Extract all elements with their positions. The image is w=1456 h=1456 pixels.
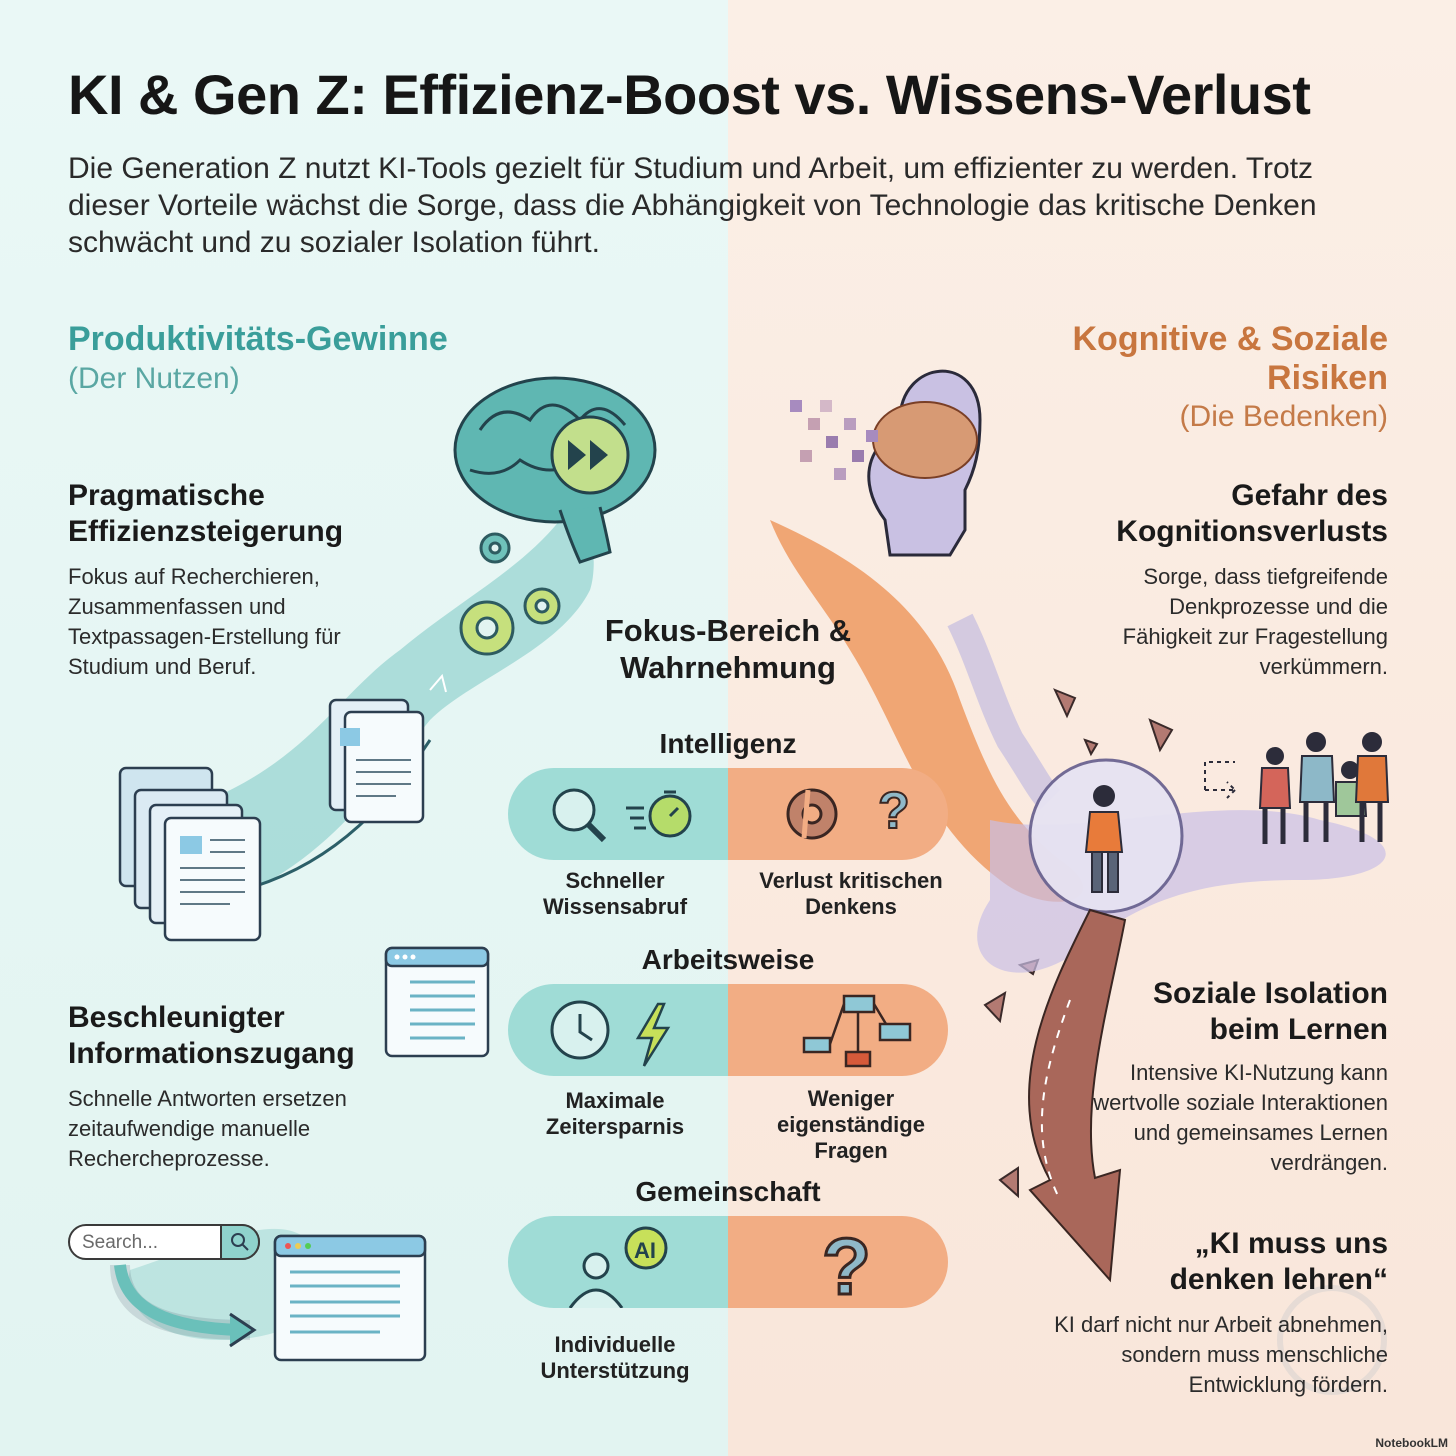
bubble-person-icon (1028, 758, 1184, 914)
gear-icon (459, 532, 561, 656)
left-block1-text: Fokus auf Recherchieren, Zusammenfassen … (68, 564, 341, 679)
head-pixel-icon (790, 369, 982, 557)
category-gemeinschaft: Gemeinschaft (635, 1176, 821, 1207)
page-intro: Die Generation Z nutzt KI-Tools gezielt … (68, 152, 1317, 259)
stopwatch-icon (626, 790, 692, 838)
clock-icon (550, 1000, 610, 1060)
page-title: KI & Gen Z: Effizienz-Boost vs. Wissens-… (68, 63, 1311, 126)
right-section-title: Kognitive & Soziale Risiken (1072, 320, 1389, 397)
left-block2-heading: Beschleunigter Informationszugang (68, 1001, 355, 1070)
lightning-icon (635, 1002, 671, 1067)
person-ai-icon (568, 1226, 668, 1308)
left-section-title: Produktivitäts-Gewinne (68, 320, 448, 358)
label-verlust-kritischen-denkens: Verlust kritischen Denkens (759, 868, 943, 919)
right-block1-text: Sorge, dass tiefgreifende Denkprozesse u… (1122, 564, 1388, 679)
broken-gear-icon (786, 788, 838, 840)
label-maximale-zeitersparnis: Maximale Zeitersparnis (545, 1088, 685, 1139)
label-individuelle-unterstuetzung: Individuelle Unterstützung (540, 1332, 690, 1383)
brand-label: NotebookLM (1375, 1436, 1448, 1450)
browser-window-results-icon (273, 1234, 427, 1362)
brain-fast-forward-icon (453, 376, 657, 564)
search-icon (231, 1233, 249, 1251)
down-arrow-icon (1028, 908, 1127, 1283)
ai-badge: AI (634, 1238, 656, 1263)
label-schneller-wissensabruf: Schneller Wissensabruf (542, 868, 688, 919)
left-block2-text: Schnelle Antworten ersetzen zeitaufwendi… (68, 1086, 347, 1171)
question-mark-icon: ? (822, 1222, 871, 1308)
right-block3-heading: „KI muss uns denken lehren“ (1169, 1227, 1388, 1296)
search-placeholder: Search... (82, 1232, 159, 1253)
right-block1-heading: Gefahr des Kognitionsverlusts (1116, 479, 1388, 548)
left-block1-heading: Pragmatische Effizienzsteigerung (68, 479, 344, 548)
flowchart-icon (802, 994, 912, 1068)
right-block2-heading: Soziale Isolation beim Lernen (1152, 977, 1388, 1046)
arrow-icon (110, 1264, 257, 1348)
right-block3-text: KI darf nicht nur Arbeit abnehmen, sonde… (1054, 1312, 1388, 1397)
people-group-icon (1204, 732, 1390, 844)
category-arbeitsweise: Arbeitsweise (641, 944, 815, 975)
watermark-icon (1277, 1285, 1387, 1395)
right-section-subtitle: (Die Bedenken) (1179, 400, 1388, 433)
question-icon: ? (878, 782, 910, 840)
search-button[interactable] (220, 1224, 260, 1260)
label-weniger-eigenstaendige-fragen: Weniger eigenständige Fragen (777, 1086, 925, 1163)
pill-intelligenz: ? (508, 768, 948, 860)
center-title: Fokus-Bereich & Wahrnehmung (604, 613, 852, 685)
document-stack-icon (118, 698, 425, 942)
category-intelligenz: Intelligenz (659, 728, 797, 759)
browser-window-icon (384, 946, 490, 1058)
pill-arbeitsweise (508, 984, 948, 1076)
search-input[interactable]: Search... (68, 1224, 260, 1260)
orange-flow-icon (770, 520, 1084, 902)
magnifier-icon (552, 788, 607, 843)
pill-gemeinschaft: AI ? (508, 1216, 948, 1308)
left-section-subtitle: (Der Nutzen) (68, 362, 240, 395)
right-block2-text: Intensive KI-Nutzung kann wertvolle sozi… (1093, 1060, 1388, 1175)
